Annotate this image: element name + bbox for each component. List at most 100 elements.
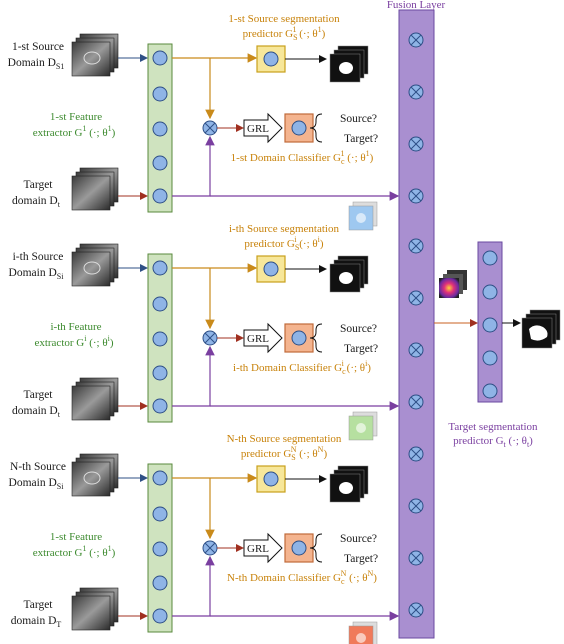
feature-extractor-label-line2: extractor G1 (·; θ1)	[33, 124, 116, 139]
question-brace	[309, 323, 323, 353]
domain-classifier-label: i-th Domain Classifier Gci (·; θi)	[233, 359, 371, 376]
grl-label: GRL	[247, 333, 269, 345]
grl-block: GRL	[243, 532, 283, 564]
fusion-node	[408, 290, 424, 306]
predictor-label-line2: predictor GSN (·; θN)	[241, 445, 328, 462]
target-image-stack	[71, 377, 119, 421]
target-predictor-node	[482, 284, 498, 300]
target-domain-label-line1: Target	[24, 389, 54, 401]
fusion-heatmap-thumbnail	[439, 270, 467, 298]
source-domain-label-line1: i-th Source	[13, 251, 64, 263]
feature-node	[152, 331, 168, 347]
domain-classifier-node	[291, 540, 307, 556]
predictor-label-line1: N-th Source segmentation	[227, 433, 342, 445]
question-target: Target?	[344, 553, 378, 565]
source-domain-label-line2: Domain DS1	[8, 57, 65, 71]
question-source: Source?	[340, 323, 377, 335]
target-domain-label-line2: domain Dt	[12, 405, 61, 419]
target-predictor-node	[482, 350, 498, 366]
predictor-label-line1: 1-st Source segmentation	[228, 13, 340, 25]
question-source: Source?	[340, 113, 377, 125]
source-predictor-node	[263, 471, 279, 487]
source-image-stack	[71, 243, 119, 287]
question-brace	[309, 113, 323, 143]
source-predicted-mask	[329, 465, 369, 503]
fusion-node	[408, 498, 424, 514]
target-predictor-label-line1: Target segmentation	[448, 421, 538, 433]
source-domain-label-line1: N-th Source	[10, 461, 66, 473]
target-image-stack	[71, 167, 119, 211]
question-target: Target?	[344, 133, 378, 145]
domain-classifier-node	[291, 330, 307, 346]
fusion-node	[408, 136, 424, 152]
target-domain-label-line1: Target	[24, 179, 54, 191]
fusion-node	[408, 32, 424, 48]
feature-node	[152, 506, 168, 522]
feature-node	[152, 470, 168, 486]
question-brace	[309, 533, 323, 563]
fusion-node	[408, 188, 424, 204]
target-feature-branch	[172, 555, 215, 617]
source-predictor-box	[256, 45, 286, 73]
feature-node	[152, 121, 168, 137]
grl-label: GRL	[247, 123, 269, 135]
predictor-label-line1: i-th Source segmentation	[229, 223, 339, 235]
target-predictor-node	[482, 383, 498, 399]
target-predictor-node	[482, 317, 498, 333]
target-domain-label-line1: Target	[24, 599, 54, 611]
feature-node	[152, 575, 168, 591]
feature-node	[152, 50, 168, 66]
feature-node	[152, 296, 168, 312]
domain-classifier-label: N-th Domain Classifier GcN (·; θN)	[227, 569, 377, 586]
fusion-node	[408, 550, 424, 566]
target-domain-label-line2: domain Dt	[12, 195, 61, 209]
source-image-stack	[71, 453, 119, 497]
source-predicted-mask	[329, 45, 369, 83]
fusion-node	[408, 602, 424, 618]
predictor-label-line2: predictor GSi (·; θi)	[244, 235, 323, 252]
target-feature-branch	[172, 345, 215, 407]
target-image-stack	[71, 587, 119, 631]
attention-heatmap-thumbnail	[348, 411, 378, 441]
attention-heatmap-thumbnail	[348, 201, 378, 231]
predictor-label-line2: predictor GS1 (·; θ1)	[243, 25, 326, 42]
source-domain-label-line2: Domain DSi	[9, 267, 65, 281]
fusion-node	[408, 394, 424, 410]
fusion-layer-bar	[398, 9, 435, 639]
target-predictor-nodes	[482, 250, 498, 399]
target-domain-label-line2: domain DT	[11, 615, 62, 629]
question-source: Source?	[340, 533, 377, 545]
feature-node	[152, 541, 168, 557]
source-domain-label-line2: Domain DSi	[9, 477, 65, 491]
source-domain-label-line1: 1-st Source	[12, 41, 64, 53]
target-predictor-label-line2: predictor Gt (·; θt)	[453, 435, 533, 449]
feature-node	[152, 155, 168, 171]
feature-extractor-label-line2: extractor Gi (·; θi)	[34, 334, 113, 349]
feature-node	[152, 260, 168, 276]
fusion-node	[408, 238, 424, 254]
feature-extractor-label-line2: extractor G1 (·; θ1)	[33, 544, 116, 559]
feature-extractor-label-line1: 1-st Feature	[50, 531, 102, 543]
source-predicted-mask	[329, 255, 369, 293]
grl-label: GRL	[247, 543, 269, 555]
feature-extractor-label-line1: i-th Feature	[50, 321, 101, 333]
grl-block: GRL	[243, 322, 283, 354]
feature-node	[152, 398, 168, 414]
fusion-node	[408, 342, 424, 358]
feature-node	[152, 608, 168, 624]
feature-node	[152, 86, 168, 102]
source-predictor-node	[263, 261, 279, 277]
domain-classifier-label: 1-st Domain Classifier Gc1 (·; θ1)	[231, 149, 374, 166]
source-predictor-node	[263, 51, 279, 67]
question-target: Target?	[344, 343, 378, 355]
fusion-node	[408, 84, 424, 100]
target-predictor-node	[482, 250, 498, 266]
target-output-mask	[521, 309, 561, 349]
source-image-stack	[71, 33, 119, 77]
fusion-layer-label: Fusion Layer	[387, 0, 446, 11]
